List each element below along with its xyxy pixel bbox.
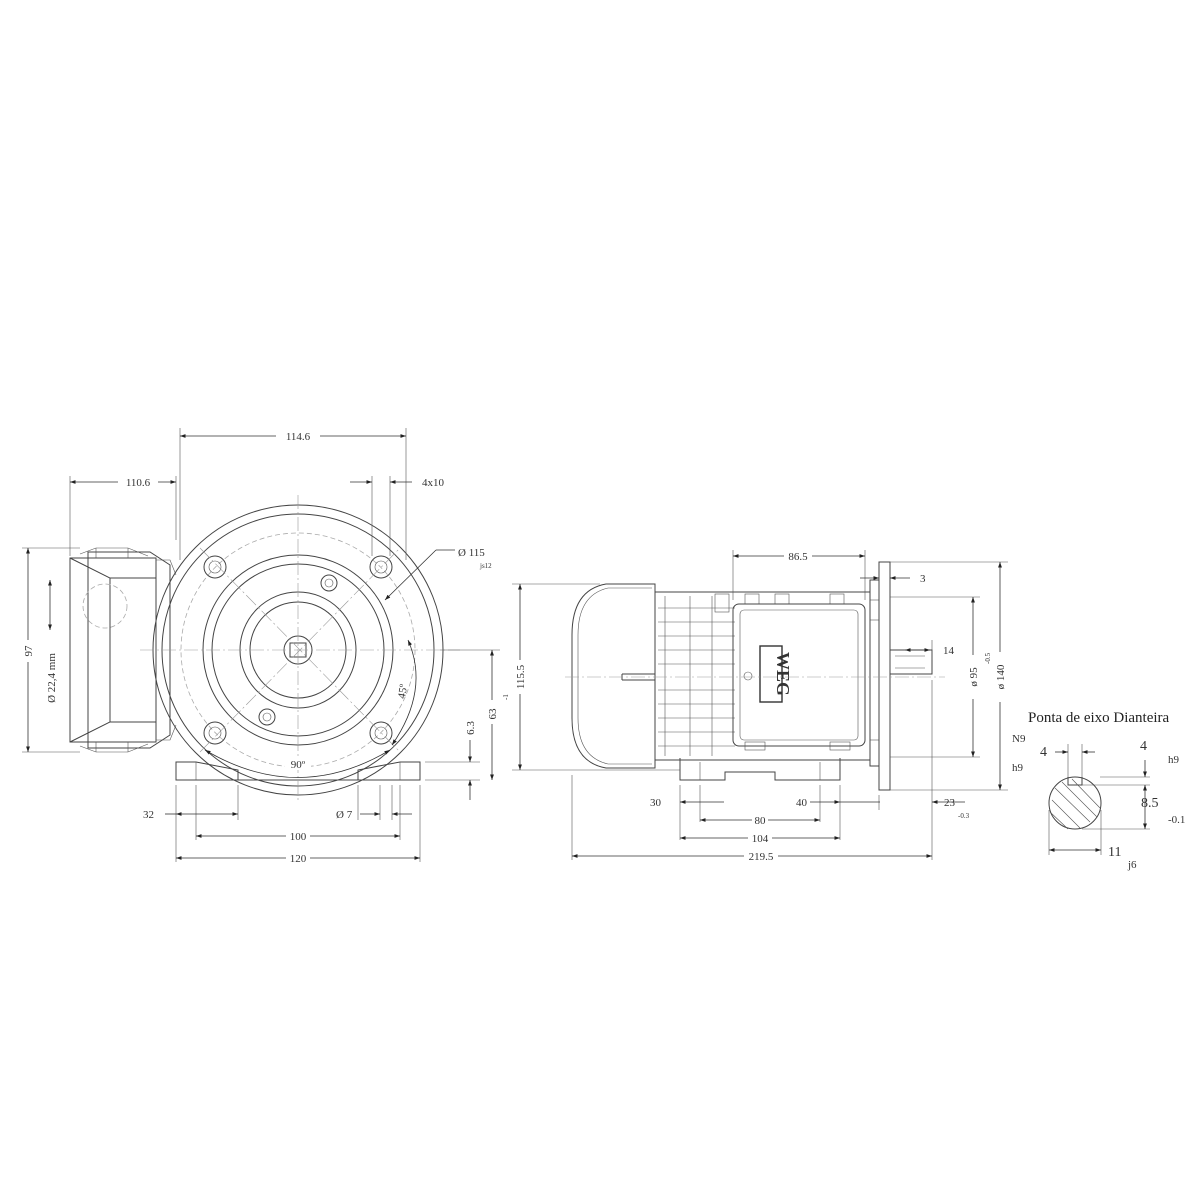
front-terminal-box xyxy=(69,547,177,753)
tol-n9: N9 xyxy=(1012,733,1026,745)
tol-h9-left: h9 xyxy=(1012,762,1024,774)
side-terminal-box: WEG xyxy=(732,603,866,751)
dim-dia115-tolerance: js12 xyxy=(479,562,492,570)
dim-4-right: 4 xyxy=(1140,739,1147,754)
shaft-detail-title: Ponta de eixo Dianteira xyxy=(1028,710,1170,726)
dim-63-tolerance: -1 xyxy=(502,694,510,700)
front-dimension-labels: 114.6 110.6 4x10 Ø 115 js12 97 Ø 22,4 mm… xyxy=(20,428,510,865)
dim-14: 14 xyxy=(943,645,955,657)
side-fan-cover xyxy=(571,583,656,769)
dim-114-6: 114.6 xyxy=(286,431,311,443)
dim-cable-diameter: Ø 22,4 mm xyxy=(46,653,58,703)
dim-219-5: 219.5 xyxy=(749,851,774,863)
tol-h9-right: h9 xyxy=(1168,754,1180,766)
dim-8-5-tolerance: -0.1 xyxy=(1168,814,1185,826)
dim-104: 104 xyxy=(752,833,769,845)
dim-90-degrees: 90º xyxy=(291,759,306,771)
dim-dia95-tolerance: -0.5 xyxy=(984,652,992,664)
dim-11-tolerance: j6 xyxy=(1127,859,1137,871)
side-feet xyxy=(679,758,841,781)
dim-100: 100 xyxy=(290,831,307,843)
dim-80: 80 xyxy=(755,815,767,827)
dim-45-degrees: 45º xyxy=(396,683,410,700)
dim-97: 97 xyxy=(23,645,35,657)
side-dimension-lines xyxy=(512,550,1008,860)
front-dimension-lines xyxy=(22,428,500,862)
side-motor-body xyxy=(654,591,871,761)
dim-11: 11 xyxy=(1108,845,1121,860)
dim-dia115: Ø 115 xyxy=(458,547,485,559)
dim-30: 30 xyxy=(650,797,662,809)
side-dimension-labels: 86.5 3 115.5 14 ø 95 -0.5 ø 140 30 40 23… xyxy=(512,549,1008,863)
dim-8-5: 8.5 xyxy=(1141,796,1159,811)
dim-6-3: 6.3 xyxy=(465,721,477,735)
side-flange-shaft xyxy=(869,561,933,791)
front-flange xyxy=(140,495,460,800)
shaft-end-detail: Ponta de eixo Dianteira N9 h9 4 4 h9 8.5… xyxy=(1012,710,1185,871)
dim-40: 40 xyxy=(796,797,808,809)
dim-dia95: ø 95 xyxy=(968,667,980,687)
dim-4x10: 4x10 xyxy=(422,477,445,489)
dim-4-left: 4 xyxy=(1040,745,1047,760)
side-view: WEG xyxy=(512,549,1008,863)
weg-logo: WEG xyxy=(773,652,793,696)
dim-23-tolerance: -0.3 xyxy=(958,812,970,820)
dim-63: 63 xyxy=(487,708,499,720)
dim-32: 32 xyxy=(143,809,154,821)
dim-110-6: 110.6 xyxy=(126,477,151,489)
dim-120: 120 xyxy=(290,853,307,865)
front-view: 114.6 110.6 4x10 Ø 115 js12 97 Ø 22,4 mm… xyxy=(20,428,510,865)
front-feet xyxy=(175,761,421,781)
dim-dia7: Ø 7 xyxy=(336,809,353,821)
dim-86-5: 86.5 xyxy=(788,551,808,563)
dim-23: 23 xyxy=(944,797,956,809)
dim-dia140: ø 140 xyxy=(995,664,1007,689)
dim-115-5: 115.5 xyxy=(515,664,527,689)
dim-3: 3 xyxy=(920,573,926,585)
